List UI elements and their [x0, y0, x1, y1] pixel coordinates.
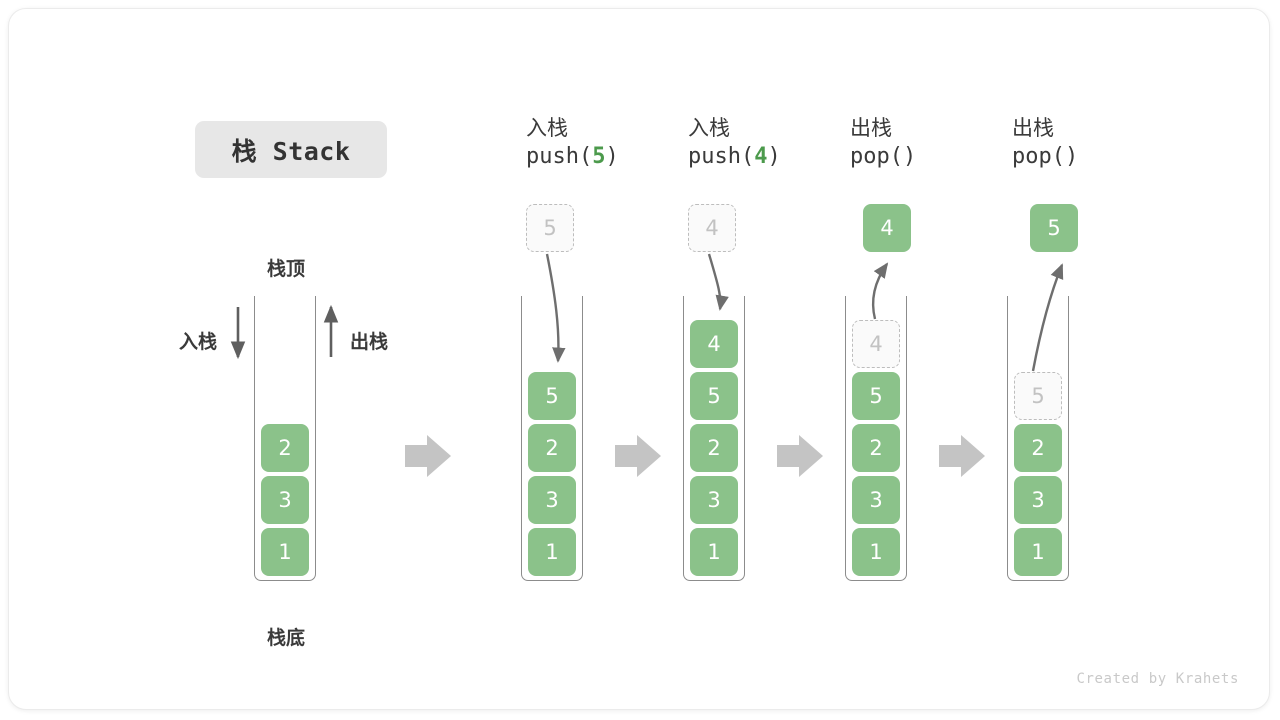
stack-tube-push-4	[683, 296, 745, 581]
caption-pop-4-cn: 出栈	[850, 116, 892, 140]
stack-cell: 1	[852, 528, 900, 576]
stack-cell: 1	[528, 528, 576, 576]
stack-cell: 3	[528, 476, 576, 524]
stack-cell: 2	[261, 424, 309, 472]
outgoing-cell: 4	[863, 204, 911, 252]
caption-push-5-arg: 5	[592, 144, 606, 169]
stack-cell: 3	[852, 476, 900, 524]
page-title: 栈 Stack	[195, 121, 387, 178]
caption-push-5-cn: 入栈	[526, 116, 568, 140]
caption-pop-4-pre: pop(	[850, 144, 903, 169]
incoming-cell: 4	[688, 204, 736, 252]
caption-pop-5-code: pop()	[1012, 141, 1212, 173]
removed-cell: 4	[852, 320, 900, 368]
caption-push-5-pre: push(	[526, 144, 593, 169]
stack-cell: 2	[690, 424, 738, 472]
flow-arrow-icon	[777, 435, 823, 477]
flow-arrow-icon	[939, 435, 985, 477]
caption-push-4-code: push(4)	[688, 141, 888, 173]
caption-push-4-arg: 4	[754, 144, 768, 169]
caption-push-5-post: )	[605, 144, 619, 169]
caption-pop-5-post: )	[1064, 144, 1079, 169]
stack-cell: 2	[528, 424, 576, 472]
flow-arrow-icon	[405, 435, 451, 477]
caption-pop-5-pre: pop(	[1012, 144, 1065, 169]
caption-push-4-cn: 入栈	[688, 116, 730, 140]
caption-pop-4: 出栈 pop()	[850, 115, 1050, 173]
stack-cell: 5	[528, 372, 576, 420]
stack-cell: 5	[852, 372, 900, 420]
stack-cell: 5	[690, 372, 738, 420]
caption-push-4: 入栈 push(4)	[688, 115, 888, 173]
stack-bottom-label: 栈底	[267, 627, 306, 649]
pop-direction-label: 出栈	[350, 331, 389, 353]
diagram-canvas: 栈 Stack 栈顶 栈底 入栈 出栈 入栈 push(5) 入栈 push(4…	[8, 8, 1270, 710]
stack-cell: 4	[690, 320, 738, 368]
stack-cell: 2	[1014, 424, 1062, 472]
stack-tube-pop-5	[1007, 296, 1069, 581]
caption-pop-4-code: pop()	[850, 141, 1050, 173]
stack-cell: 1	[690, 528, 738, 576]
caption-push-5: 入栈 push(5)	[526, 115, 726, 173]
stack-tube-push-5	[521, 296, 583, 581]
stack-cell: 3	[1014, 476, 1062, 524]
stack-cell: 3	[261, 476, 309, 524]
outgoing-cell: 5	[1030, 204, 1078, 252]
stack-cell: 3	[690, 476, 738, 524]
stack-top-label: 栈顶	[267, 258, 306, 280]
stack-tube-initial	[254, 296, 316, 581]
caption-pop-4-post: )	[902, 144, 917, 169]
stack-cell: 1	[261, 528, 309, 576]
caption-push-5-code: push(5)	[526, 141, 726, 173]
caption-pop-5: 出栈 pop()	[1012, 115, 1212, 173]
footer-credit: Created by Krahets	[1076, 671, 1239, 687]
stack-cell: 2	[852, 424, 900, 472]
flow-arrow-icon	[615, 435, 661, 477]
removed-cell: 5	[1014, 372, 1062, 420]
caption-push-4-post: )	[767, 144, 781, 169]
incoming-cell: 5	[526, 204, 574, 252]
caption-push-4-pre: push(	[688, 144, 755, 169]
stack-cell: 1	[1014, 528, 1062, 576]
caption-pop-5-cn: 出栈	[1012, 116, 1054, 140]
stack-tube-pop-4	[845, 296, 907, 581]
push-direction-label: 入栈	[179, 331, 218, 353]
